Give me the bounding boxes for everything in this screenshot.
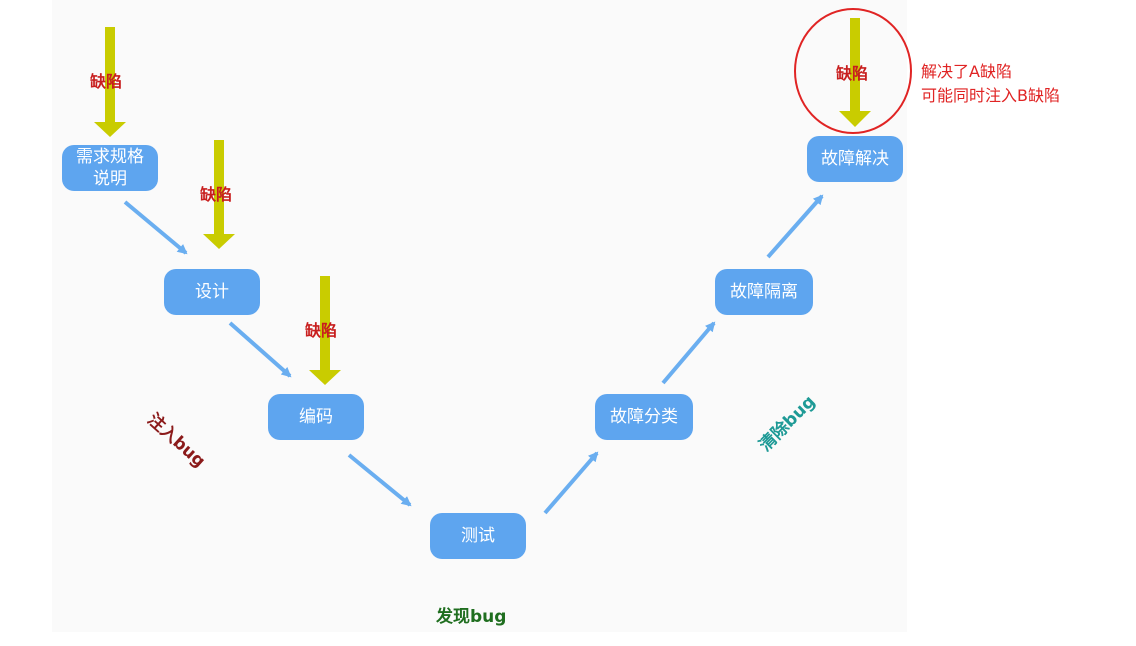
node-isolate-label: 故障隔离	[730, 282, 798, 302]
defect-label-design: 缺陷	[200, 185, 233, 204]
defect-label-coding: 缺陷	[305, 321, 338, 340]
flow-arrow-testing-classify	[543, 451, 599, 515]
defect-label-requirements: 缺陷	[90, 72, 123, 91]
flow-arrow-coding-testing	[347, 453, 412, 507]
flow-arrow-requirements-design	[123, 200, 188, 255]
node-classify: 故障分类	[595, 394, 693, 440]
defect-arrow-coding	[309, 276, 341, 385]
node-coding: 编码	[268, 394, 364, 440]
node-requirements: 需求规格 说明	[62, 145, 158, 191]
annotation-note-line1: 解决了A缺陷	[921, 62, 1012, 81]
node-testing-label: 测试	[461, 526, 495, 546]
phase-discover-label: 发现bug	[436, 607, 507, 627]
node-coding-label: 编码	[299, 407, 333, 427]
annotation-note: 解决了A缺陷 可能同时注入B缺陷	[921, 60, 1060, 108]
node-resolve: 故障解决	[807, 136, 903, 182]
node-design-label: 设计	[195, 282, 229, 302]
highlight-circle	[794, 8, 912, 134]
defect-arrow-requirements	[94, 27, 126, 137]
node-requirements-line1: 需求规格	[76, 147, 144, 167]
node-testing: 测试	[430, 513, 526, 559]
node-requirements-line2: 说明	[93, 169, 127, 189]
flow-arrow-isolate-resolve	[766, 194, 824, 259]
flow-arrow-classify-isolate	[661, 321, 716, 385]
annotation-note-line2: 可能同时注入B缺陷	[921, 86, 1060, 105]
flow-arrow-design-coding	[228, 321, 292, 378]
defect-label-resolve: 缺陷	[836, 64, 869, 83]
node-isolate: 故障隔离	[715, 269, 813, 315]
defect-arrow-resolve	[839, 18, 871, 127]
node-resolve-label: 故障解决	[821, 149, 889, 169]
defect-arrow-design	[203, 140, 235, 249]
node-design: 设计	[164, 269, 260, 315]
node-classify-label: 故障分类	[610, 407, 678, 427]
